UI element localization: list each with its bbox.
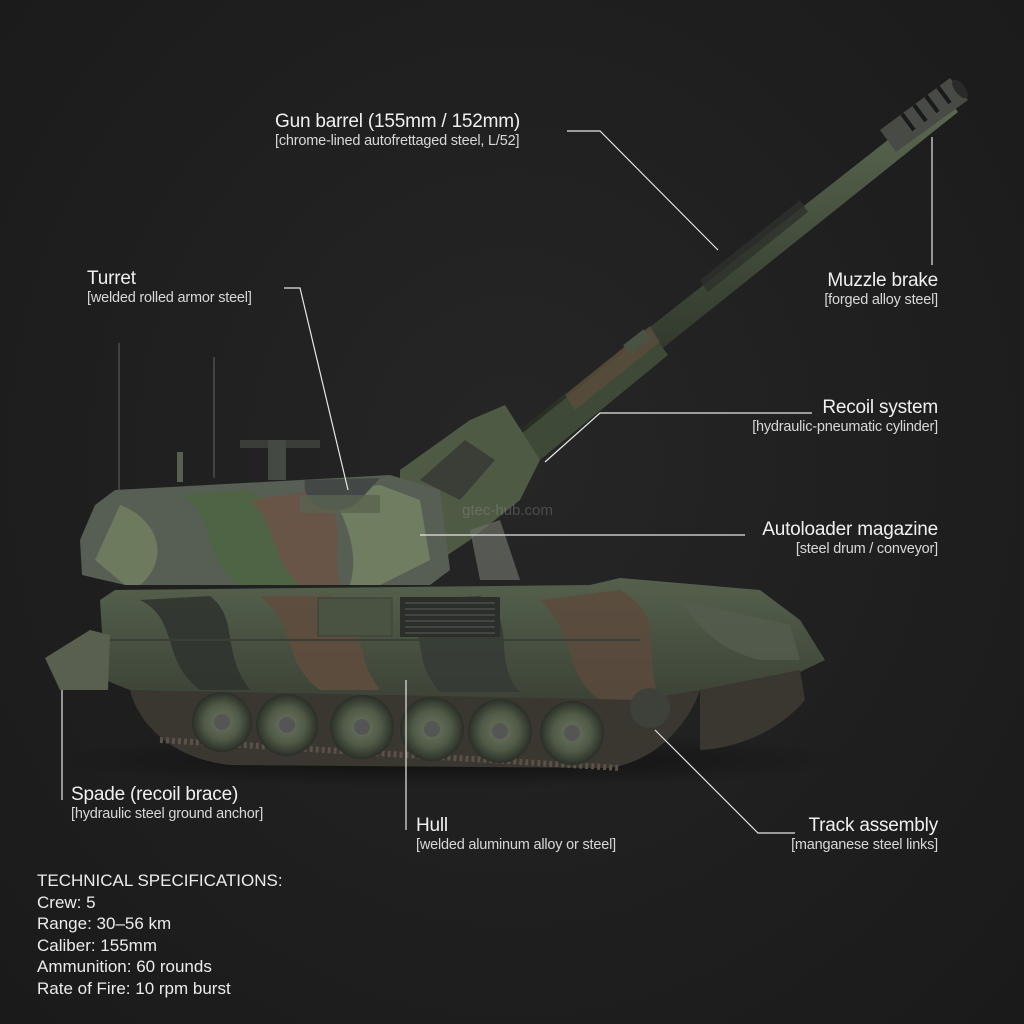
callout-title: Muzzle brake xyxy=(827,270,938,291)
callout-material: [hydraulic steel ground anchor] xyxy=(71,805,264,822)
technical-specifications: TECHNICAL SPECIFICATIONS: Crew: 5 Range:… xyxy=(37,870,283,1000)
specs-heading: TECHNICAL SPECIFICATIONS: xyxy=(37,871,283,890)
leader-lines xyxy=(61,130,933,834)
muzzle-brake-shape xyxy=(880,78,968,152)
callout-spade: Spade (recoil brace) [hydraulic steel gr… xyxy=(71,784,264,823)
spec-ammunition: Ammunition: 60 rounds xyxy=(37,957,212,977)
gun-barrel-shape xyxy=(500,78,968,462)
callout-turret: Turret [welded rolled armor steel] xyxy=(87,268,252,307)
callout-title: Hull xyxy=(416,815,448,836)
callout-recoil-system: Recoil system [hydraulic-pneumatic cylin… xyxy=(752,397,938,436)
callout-muzzle-brake: Muzzle brake [forged alloy steel] xyxy=(824,270,938,309)
callout-title: Spade (recoil brace) xyxy=(71,784,239,805)
callout-hull: Hull [welded aluminum alloy or steel] xyxy=(416,815,616,854)
callout-track: Track assembly [manganese steel links] xyxy=(791,815,938,854)
callout-autoloader: Autoloader magazine [steel drum / convey… xyxy=(762,519,938,558)
watermark: gtec-hub.com xyxy=(462,502,553,519)
callout-material: [welded aluminum alloy or steel] xyxy=(416,836,616,853)
callout-material: [manganese steel links] xyxy=(791,836,938,853)
turret-shape xyxy=(80,440,450,585)
callout-gun-barrel: Gun barrel (155mm / 152mm) [chrome-lined… xyxy=(275,111,521,150)
autoloader-shape xyxy=(470,520,520,580)
spade-shape xyxy=(45,630,110,690)
callout-material: [welded rolled armor steel] xyxy=(87,289,252,306)
spec-crew: Crew: 5 xyxy=(37,892,96,912)
callout-material: [chrome-lined autofrettaged steel, L/52] xyxy=(275,132,520,149)
callout-material: [steel drum / conveyor] xyxy=(795,540,938,557)
spec-rate-of-fire: Rate of Fire: 10 rpm burst xyxy=(37,978,231,998)
callout-title: Gun barrel (155mm / 152mm) xyxy=(275,111,521,132)
callout-title: Turret xyxy=(87,268,136,289)
road-wheels xyxy=(192,688,670,765)
hull-shape xyxy=(100,578,825,705)
spec-range: Range: 30–56 km xyxy=(37,914,172,934)
callout-material: [forged alloy steel] xyxy=(824,291,938,308)
callout-title: Autoloader magazine xyxy=(762,519,938,540)
callout-title: Track assembly xyxy=(808,815,938,836)
spec-caliber: Caliber: 155mm xyxy=(37,935,157,955)
callout-title: Recoil system xyxy=(822,397,938,418)
antenna-icon xyxy=(118,343,215,490)
callout-material: [hydraulic-pneumatic cylinder] xyxy=(752,418,938,435)
